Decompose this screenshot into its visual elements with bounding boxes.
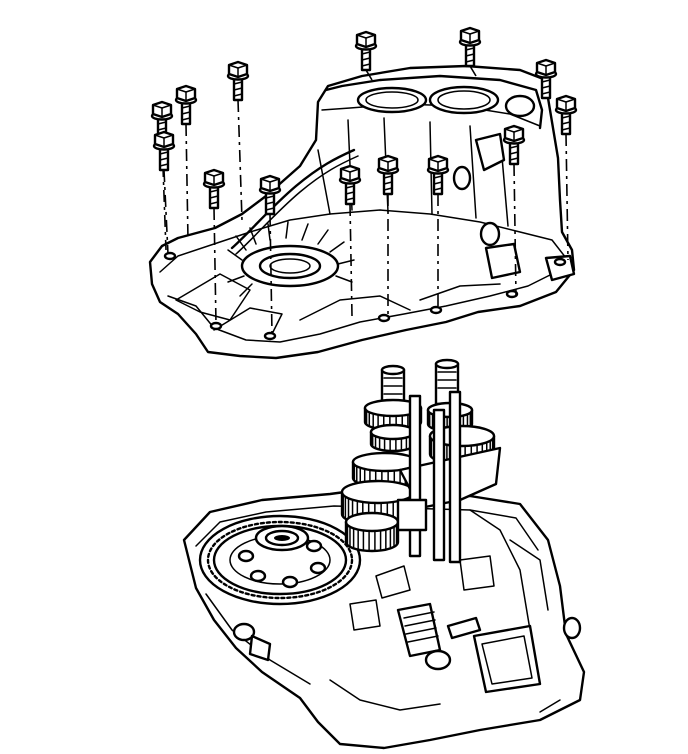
lower-case-housing	[182, 488, 586, 750]
bolt-icon	[376, 154, 400, 314]
bolt-icon	[534, 58, 558, 100]
bolt-icon	[202, 168, 226, 325]
bolt-icon	[502, 124, 526, 297]
bolt-set	[150, 26, 578, 335]
bolt-icon	[426, 154, 450, 308]
bolt-icon	[226, 60, 250, 221]
bolt-icon	[152, 130, 176, 255]
bolt-icon	[150, 100, 174, 251]
bolt-icon	[458, 26, 482, 77]
gear-shaft-assembly	[340, 358, 502, 599]
bolt-icon	[338, 164, 362, 317]
gear-icon	[369, 423, 417, 453]
bolt-icon	[554, 94, 578, 261]
gear-icon	[344, 511, 400, 553]
bolt-icon	[174, 84, 198, 241]
bolt-icon	[354, 30, 378, 81]
bolt-icon	[258, 174, 282, 335]
upper-case-housing	[148, 64, 576, 360]
